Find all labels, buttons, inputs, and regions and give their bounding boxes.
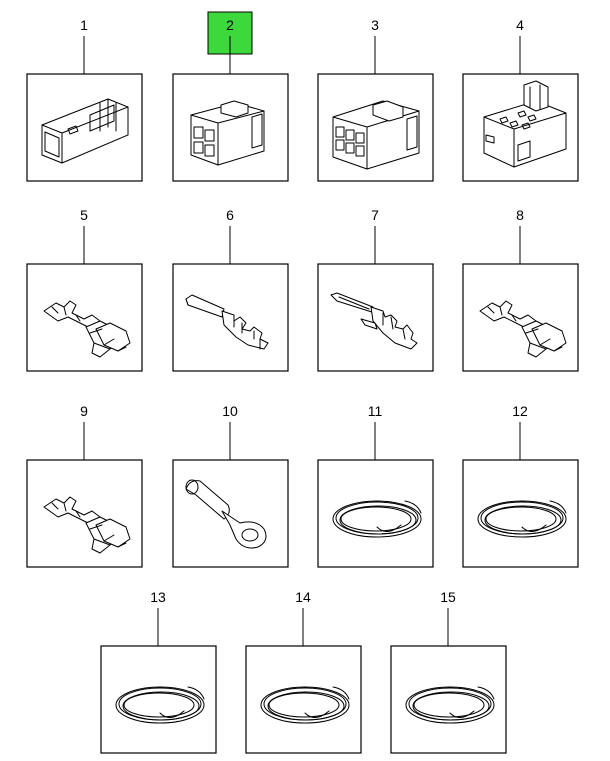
part-number-label: 9 bbox=[80, 403, 88, 419]
part-frame bbox=[462, 263, 579, 372]
part-11[interactable]: 11 bbox=[317, 403, 434, 568]
part-number-label: 6 bbox=[226, 207, 234, 223]
part-9[interactable]: 9 bbox=[26, 403, 143, 568]
part-8[interactable]: 8 bbox=[462, 207, 579, 372]
part-number-label: 7 bbox=[371, 207, 379, 223]
part-number-label: 13 bbox=[150, 589, 166, 605]
part-1[interactable]: 1 bbox=[26, 17, 143, 182]
part-4[interactable]: 4 bbox=[462, 17, 579, 182]
part-number-label: 3 bbox=[371, 17, 379, 33]
part-number-label: 4 bbox=[516, 17, 524, 33]
part-frame bbox=[26, 263, 143, 372]
part-frame bbox=[26, 459, 143, 568]
part-number-label: 14 bbox=[295, 589, 311, 605]
part-number-label: 2 bbox=[226, 17, 234, 33]
part-number-label: 8 bbox=[516, 207, 524, 223]
part-7[interactable]: 7 bbox=[317, 207, 434, 372]
part-15[interactable]: 15 bbox=[390, 589, 507, 754]
part-frame bbox=[172, 459, 289, 568]
part-number-label: 15 bbox=[440, 589, 456, 605]
part-number-label: 10 bbox=[222, 403, 238, 419]
part-13[interactable]: 13 bbox=[100, 589, 217, 754]
part-5[interactable]: 5 bbox=[26, 207, 143, 372]
part-number-label: 11 bbox=[368, 403, 383, 419]
part-2[interactable]: 2 bbox=[172, 11, 289, 182]
part-6[interactable]: 6 bbox=[172, 207, 289, 372]
part-number-label: 12 bbox=[512, 403, 528, 419]
part-number-label: 1 bbox=[80, 17, 88, 33]
part-number-label: 5 bbox=[80, 207, 88, 223]
part-12[interactable]: 12 bbox=[462, 403, 579, 568]
part-14[interactable]: 14 bbox=[245, 589, 362, 754]
part-3[interactable]: 3 bbox=[317, 17, 434, 182]
part-10[interactable]: 10 bbox=[172, 403, 289, 568]
